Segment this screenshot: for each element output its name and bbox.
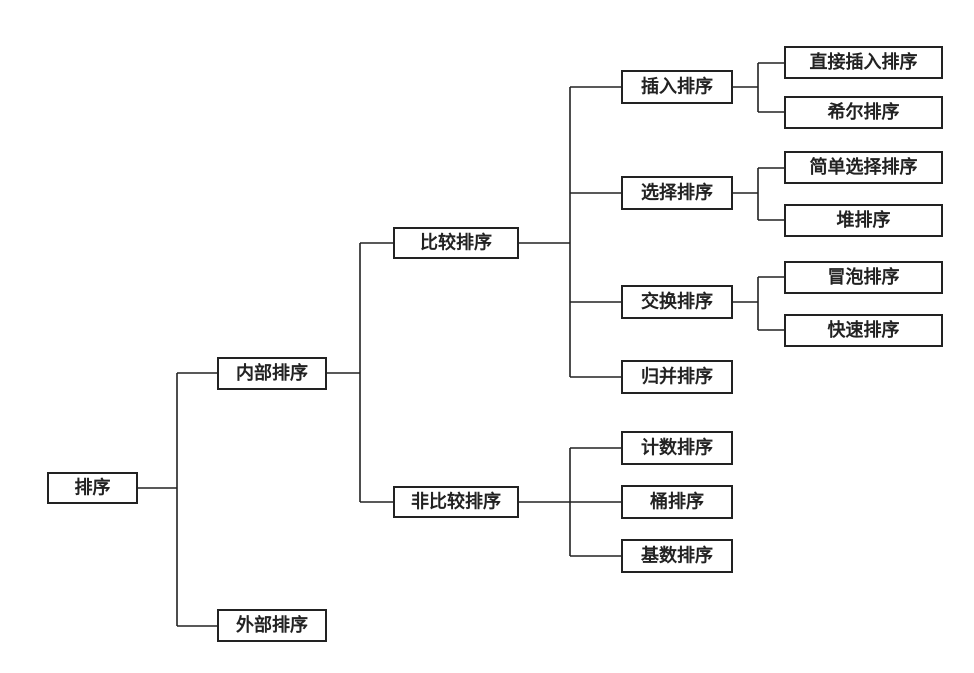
- nodes: 排序 内部排序 外部排序 比较排序 非比较排序 插入排序 选择排序: [47, 46, 943, 642]
- node-radix-label: 基数排序: [640, 545, 713, 567]
- node-simple-selection: 简单选择排序: [784, 151, 943, 184]
- node-insertion: 插入排序: [621, 70, 733, 104]
- node-simple-selection-label: 简单选择排序: [810, 156, 918, 178]
- node-comparison-label: 比较排序: [420, 232, 492, 254]
- node-quick: 快速排序: [784, 314, 943, 347]
- node-root: 排序: [47, 472, 138, 504]
- node-radix: 基数排序: [621, 539, 733, 573]
- node-insertion-label: 插入排序: [641, 76, 713, 98]
- node-counting: 计数排序: [621, 431, 733, 465]
- node-comparison: 比较排序: [393, 227, 519, 259]
- node-non-comparison-label: 非比较排序: [411, 491, 501, 513]
- node-selection-label: 选择排序: [641, 182, 713, 204]
- node-heap: 堆排序: [784, 204, 943, 237]
- node-exchange-label: 交换排序: [641, 291, 713, 313]
- node-bucket: 桶排序: [621, 485, 733, 519]
- node-exchange: 交换排序: [621, 285, 733, 319]
- node-non-comparison: 非比较排序: [393, 486, 519, 518]
- node-selection: 选择排序: [621, 176, 733, 210]
- node-bubble: 冒泡排序: [784, 261, 943, 294]
- node-quick-label: 快速排序: [828, 319, 900, 341]
- node-bucket-label: 桶排序: [650, 491, 704, 513]
- node-internal: 内部排序: [217, 357, 327, 390]
- node-shell: 希尔排序: [784, 96, 943, 129]
- node-merge: 归并排序: [621, 360, 733, 394]
- node-direct-insertion-label: 直接插入排序: [810, 51, 918, 73]
- node-internal-label: 内部排序: [236, 362, 308, 384]
- node-external-label: 外部排序: [236, 614, 308, 636]
- node-shell-label: 希尔排序: [828, 101, 900, 123]
- edges: [137, 62, 785, 627]
- node-bubble-label: 冒泡排序: [828, 266, 900, 288]
- node-heap-label: 堆排序: [837, 209, 891, 231]
- node-direct-insertion: 直接插入排序: [784, 46, 943, 79]
- node-merge-label: 归并排序: [641, 366, 713, 388]
- node-root-label: 排序: [75, 477, 111, 499]
- node-external: 外部排序: [217, 609, 327, 642]
- node-counting-label: 计数排序: [641, 437, 713, 459]
